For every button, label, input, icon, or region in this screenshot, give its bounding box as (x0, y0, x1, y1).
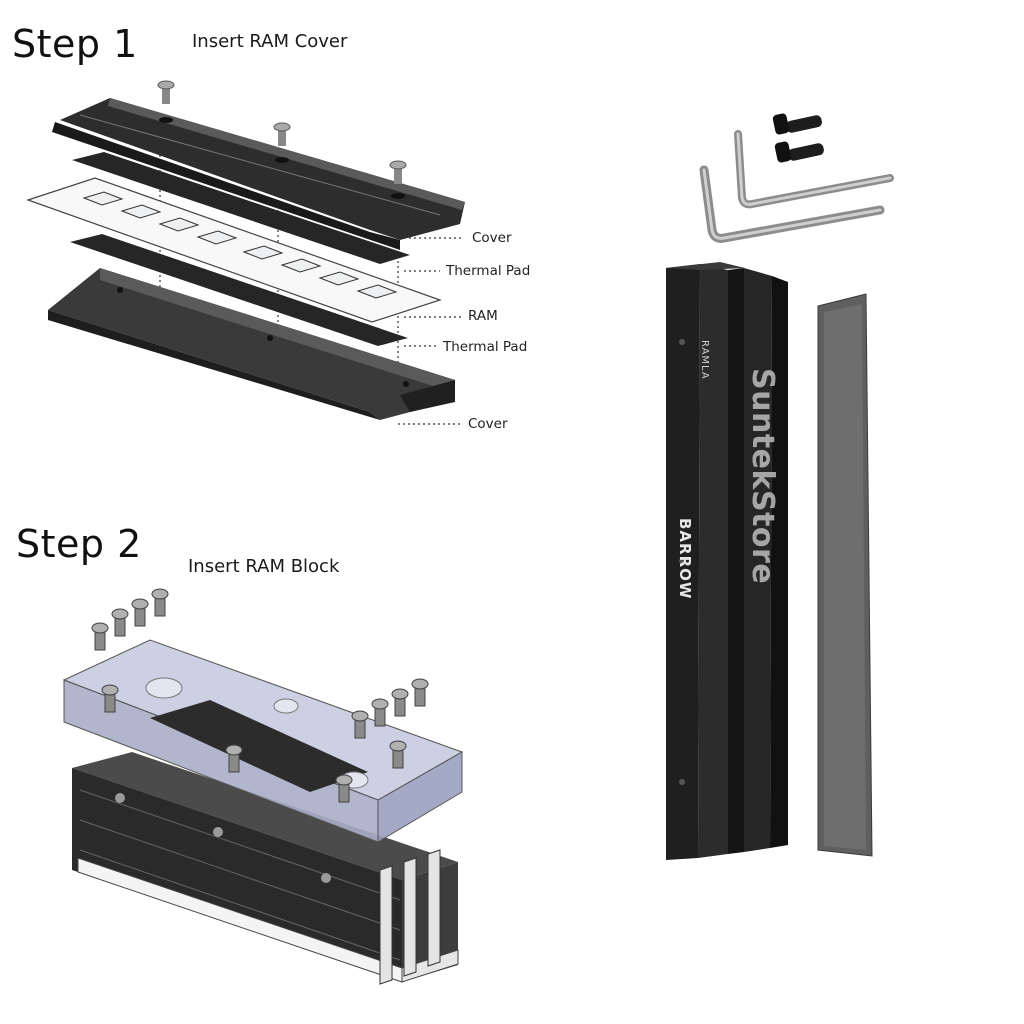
thermal-pad-bottom (70, 234, 408, 346)
callout-cover-bottom: Cover (468, 416, 508, 432)
thermal-pad-top (72, 152, 410, 264)
hex-keys (699, 130, 894, 243)
step2-title: Step 2 (16, 522, 142, 566)
top-cover-screws (157, 80, 407, 199)
step1-title: Step 1 (12, 22, 138, 66)
block-screws (91, 588, 429, 803)
callout-thermal-pad-bottom: Thermal Pad (443, 339, 528, 355)
watermark-text: SuntekStore (745, 368, 780, 585)
step2-assembly-diagram (62, 588, 464, 985)
bottom-cover (48, 268, 455, 420)
step2-subtitle: Insert RAM Block (188, 556, 340, 577)
acrylic-water-block (62, 639, 464, 843)
ram-cover-product (666, 262, 788, 860)
top-cover (52, 98, 465, 250)
ramla-label: RAMLA (699, 340, 710, 380)
loose-screws (772, 113, 824, 163)
ram-covers-stack (72, 752, 459, 985)
step1-subtitle: Insert RAM Cover (192, 31, 348, 52)
callout-thermal-pad-top: Thermal Pad (446, 263, 531, 279)
ram-stick (26, 177, 442, 323)
callout-cover-top: Cover (472, 230, 512, 246)
callout-ram: RAM (468, 308, 498, 324)
barrow-label: BARROW (676, 518, 694, 600)
